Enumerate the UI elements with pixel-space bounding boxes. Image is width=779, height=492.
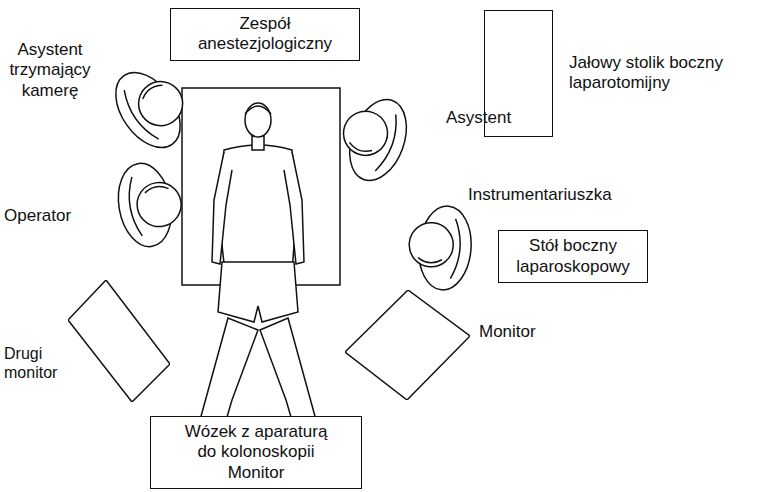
- staff-label: Instrumentariuszka: [468, 185, 638, 205]
- patient-arm: [284, 152, 304, 264]
- box-label: Wózek z aparaturą do kolonoskopii Monito…: [174, 422, 339, 483]
- monitor-shape: Drugi monitor: [68, 280, 170, 402]
- staff-label: Asystent trzymający kamerę: [2, 40, 98, 101]
- staff-label: Operator: [4, 206, 94, 226]
- patient-hair: [245, 106, 271, 114]
- object-label: Drugi monitor: [4, 344, 66, 382]
- object-label: Monitor: [479, 322, 559, 342]
- equipment-cart-box: Wózek z aparaturą do kolonoskopii Monito…: [150, 416, 362, 489]
- patient-arm: [212, 152, 232, 264]
- side-table-box: Stół boczny laparoskopowy: [498, 230, 648, 283]
- operator-figure: [112, 157, 188, 250]
- box-label: Zespół anestezjologiczny: [178, 14, 353, 55]
- team-box: Zespół anestezjologiczny: [170, 8, 360, 61]
- assistant-figure: [330, 88, 417, 188]
- patient-head: [245, 103, 271, 137]
- object-label: Jałowy stolik boczny laparotomijny: [569, 53, 759, 94]
- monitor-outline: [68, 280, 170, 402]
- monitor-outline: [68, 280, 170, 402]
- monitor-outline: [345, 290, 470, 400]
- camera-assistant-figure: [103, 55, 202, 159]
- patient-neck: [252, 136, 264, 150]
- monitor-shape: Monitor: [345, 290, 470, 400]
- scrub-nurse-figure: [405, 203, 474, 292]
- monitor-outline: [345, 290, 470, 400]
- box-label: Stół boczny laparoskopowy: [503, 236, 643, 277]
- patient-shorts: [218, 262, 298, 322]
- staff-label: Asystent: [446, 108, 536, 128]
